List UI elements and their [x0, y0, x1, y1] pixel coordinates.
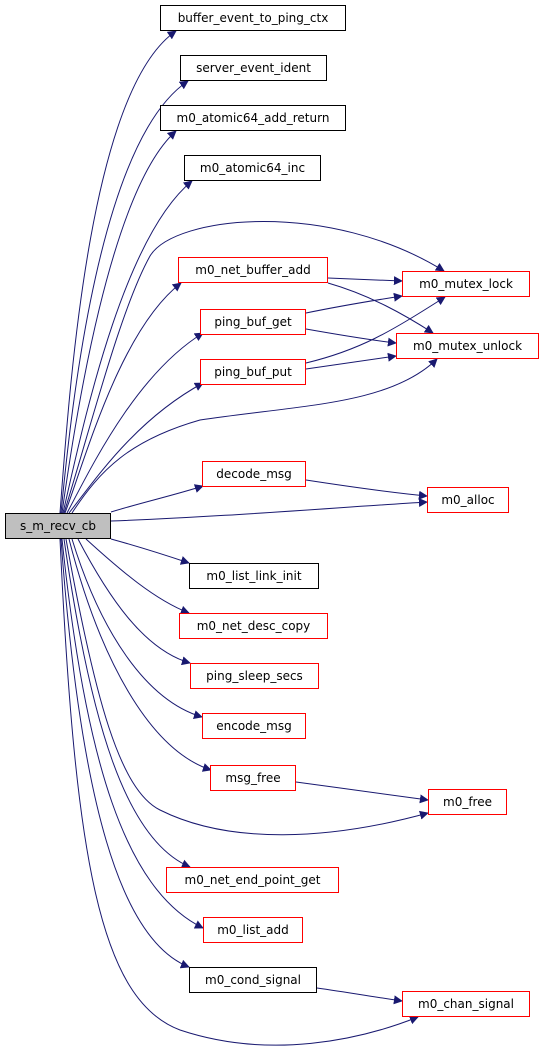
- edge-ping_buf_put-to-m0_mutex_unlock: [305, 352, 397, 370]
- edge-ping_buf_get-to-m0_mutex_lock: [305, 292, 403, 314]
- edge-s_m_recv_cb-to-m0_cond_signal: [60, 538, 190, 969]
- edge-s_m_recv_cb-to-msg_free: [68, 538, 212, 772]
- edge-s_m_recv_cb-to-m0_mutex_unlock: [71, 358, 438, 514]
- edge-s_m_recv_cb-to-server_event_ident: [60, 80, 189, 514]
- edge-decode_msg-to-m0_alloc: [305, 479, 428, 500]
- node-ping-buf-put[interactable]: ping_buf_put: [200, 359, 306, 385]
- edge-s_m_recv_cb-to-m0_free: [65, 538, 429, 836]
- edge-s_m_recv_cb-to-m0_mutex_lock: [63, 221, 445, 514]
- node-m0-list-link-init[interactable]: m0_list_link_init: [189, 563, 319, 589]
- edge-s_m_recv_cb-to-m0_list_link_init: [110, 538, 190, 565]
- edge-s_m_recv_cb-to-decode_msg: [110, 484, 204, 513]
- node-m0-net-end-point-get[interactable]: m0_net_end_point_get: [166, 867, 339, 893]
- node-m0-net-buffer-add[interactable]: m0_net_buffer_add: [178, 257, 328, 283]
- edge-s_m_recv_cb-to-m0_alloc: [110, 498, 428, 522]
- edge-s_m_recv_cb-to-m0_net_desc_copy: [85, 538, 190, 615]
- edge-s_m_recv_cb-to-m0_atomic64_inc: [62, 180, 193, 514]
- edge-s_m_recv_cb-to-buffer_event_to_ping_ctx: [59, 30, 177, 514]
- node-encode-msg[interactable]: encode_msg: [202, 713, 306, 739]
- edge-s_m_recv_cb-to-m0_net_buffer_add: [64, 282, 182, 514]
- node-m0-net-desc-copy[interactable]: m0_net_desc_copy: [179, 613, 328, 639]
- node-m0-atomic64-inc[interactable]: m0_atomic64_inc: [184, 155, 321, 181]
- node-msg-free[interactable]: msg_free: [210, 765, 296, 791]
- node-m0-atomic64-add-return[interactable]: m0_atomic64_add_return: [160, 105, 346, 131]
- node-m0-cond-signal[interactable]: m0_cond_signal: [189, 967, 317, 993]
- edge-s_m_recv_cb-to-ping_sleep_secs: [77, 538, 191, 666]
- node-ping-buf-get[interactable]: ping_buf_get: [200, 309, 306, 335]
- edge-m0_net_buffer_add-to-m0_mutex_unlock: [327, 282, 434, 334]
- edge-s_m_recv_cb-to-ping_buf_put: [68, 382, 204, 514]
- edge-s_m_recv_cb-to-ping_buf_get: [66, 332, 204, 514]
- node-m0-mutex-unlock[interactable]: m0_mutex_unlock: [396, 333, 539, 359]
- edge-msg_free-to-m0_free: [295, 781, 429, 804]
- node-server-event-ident[interactable]: server_event_ident: [180, 55, 327, 81]
- node-m0-mutex-lock[interactable]: m0_mutex_lock: [402, 271, 530, 297]
- node-buffer-event-to-ping-ctx[interactable]: buffer_event_to_ping_ctx: [160, 5, 346, 31]
- edge-m0_cond_signal-to-m0_chan_signal: [316, 987, 403, 1005]
- edge-ping_buf_get-to-m0_mutex_unlock: [305, 328, 397, 347]
- node-m0-chan-signal[interactable]: m0_chan_signal: [402, 991, 530, 1017]
- node-m0-list-add[interactable]: m0_list_add: [203, 917, 303, 943]
- edge-ping_buf_put-to-m0_mutex_lock: [305, 296, 446, 364]
- edge-s_m_recv_cb-to-m0_list_add: [61, 538, 204, 929]
- edge-s_m_recv_cb-to-m0_atomic64_add_return: [61, 130, 177, 514]
- edge-s_m_recv_cb-to-encode_msg: [71, 538, 203, 719]
- edge-m0_net_buffer_add-to-m0_mutex_lock: [327, 276, 403, 286]
- node-m0-alloc[interactable]: m0_alloc: [427, 487, 509, 513]
- edge-s_m_recv_cb-to-m0_net_end_point_get: [63, 538, 191, 869]
- node-ping-sleep-secs[interactable]: ping_sleep_secs: [190, 663, 319, 689]
- node-s-m-recv-cb[interactable]: s_m_recv_cb: [5, 513, 111, 539]
- node-decode-msg[interactable]: decode_msg: [202, 461, 306, 487]
- edge-s_m_recv_cb-to-m0_chan_signal: [59, 538, 419, 1046]
- node-m0-free[interactable]: m0_free: [428, 789, 507, 815]
